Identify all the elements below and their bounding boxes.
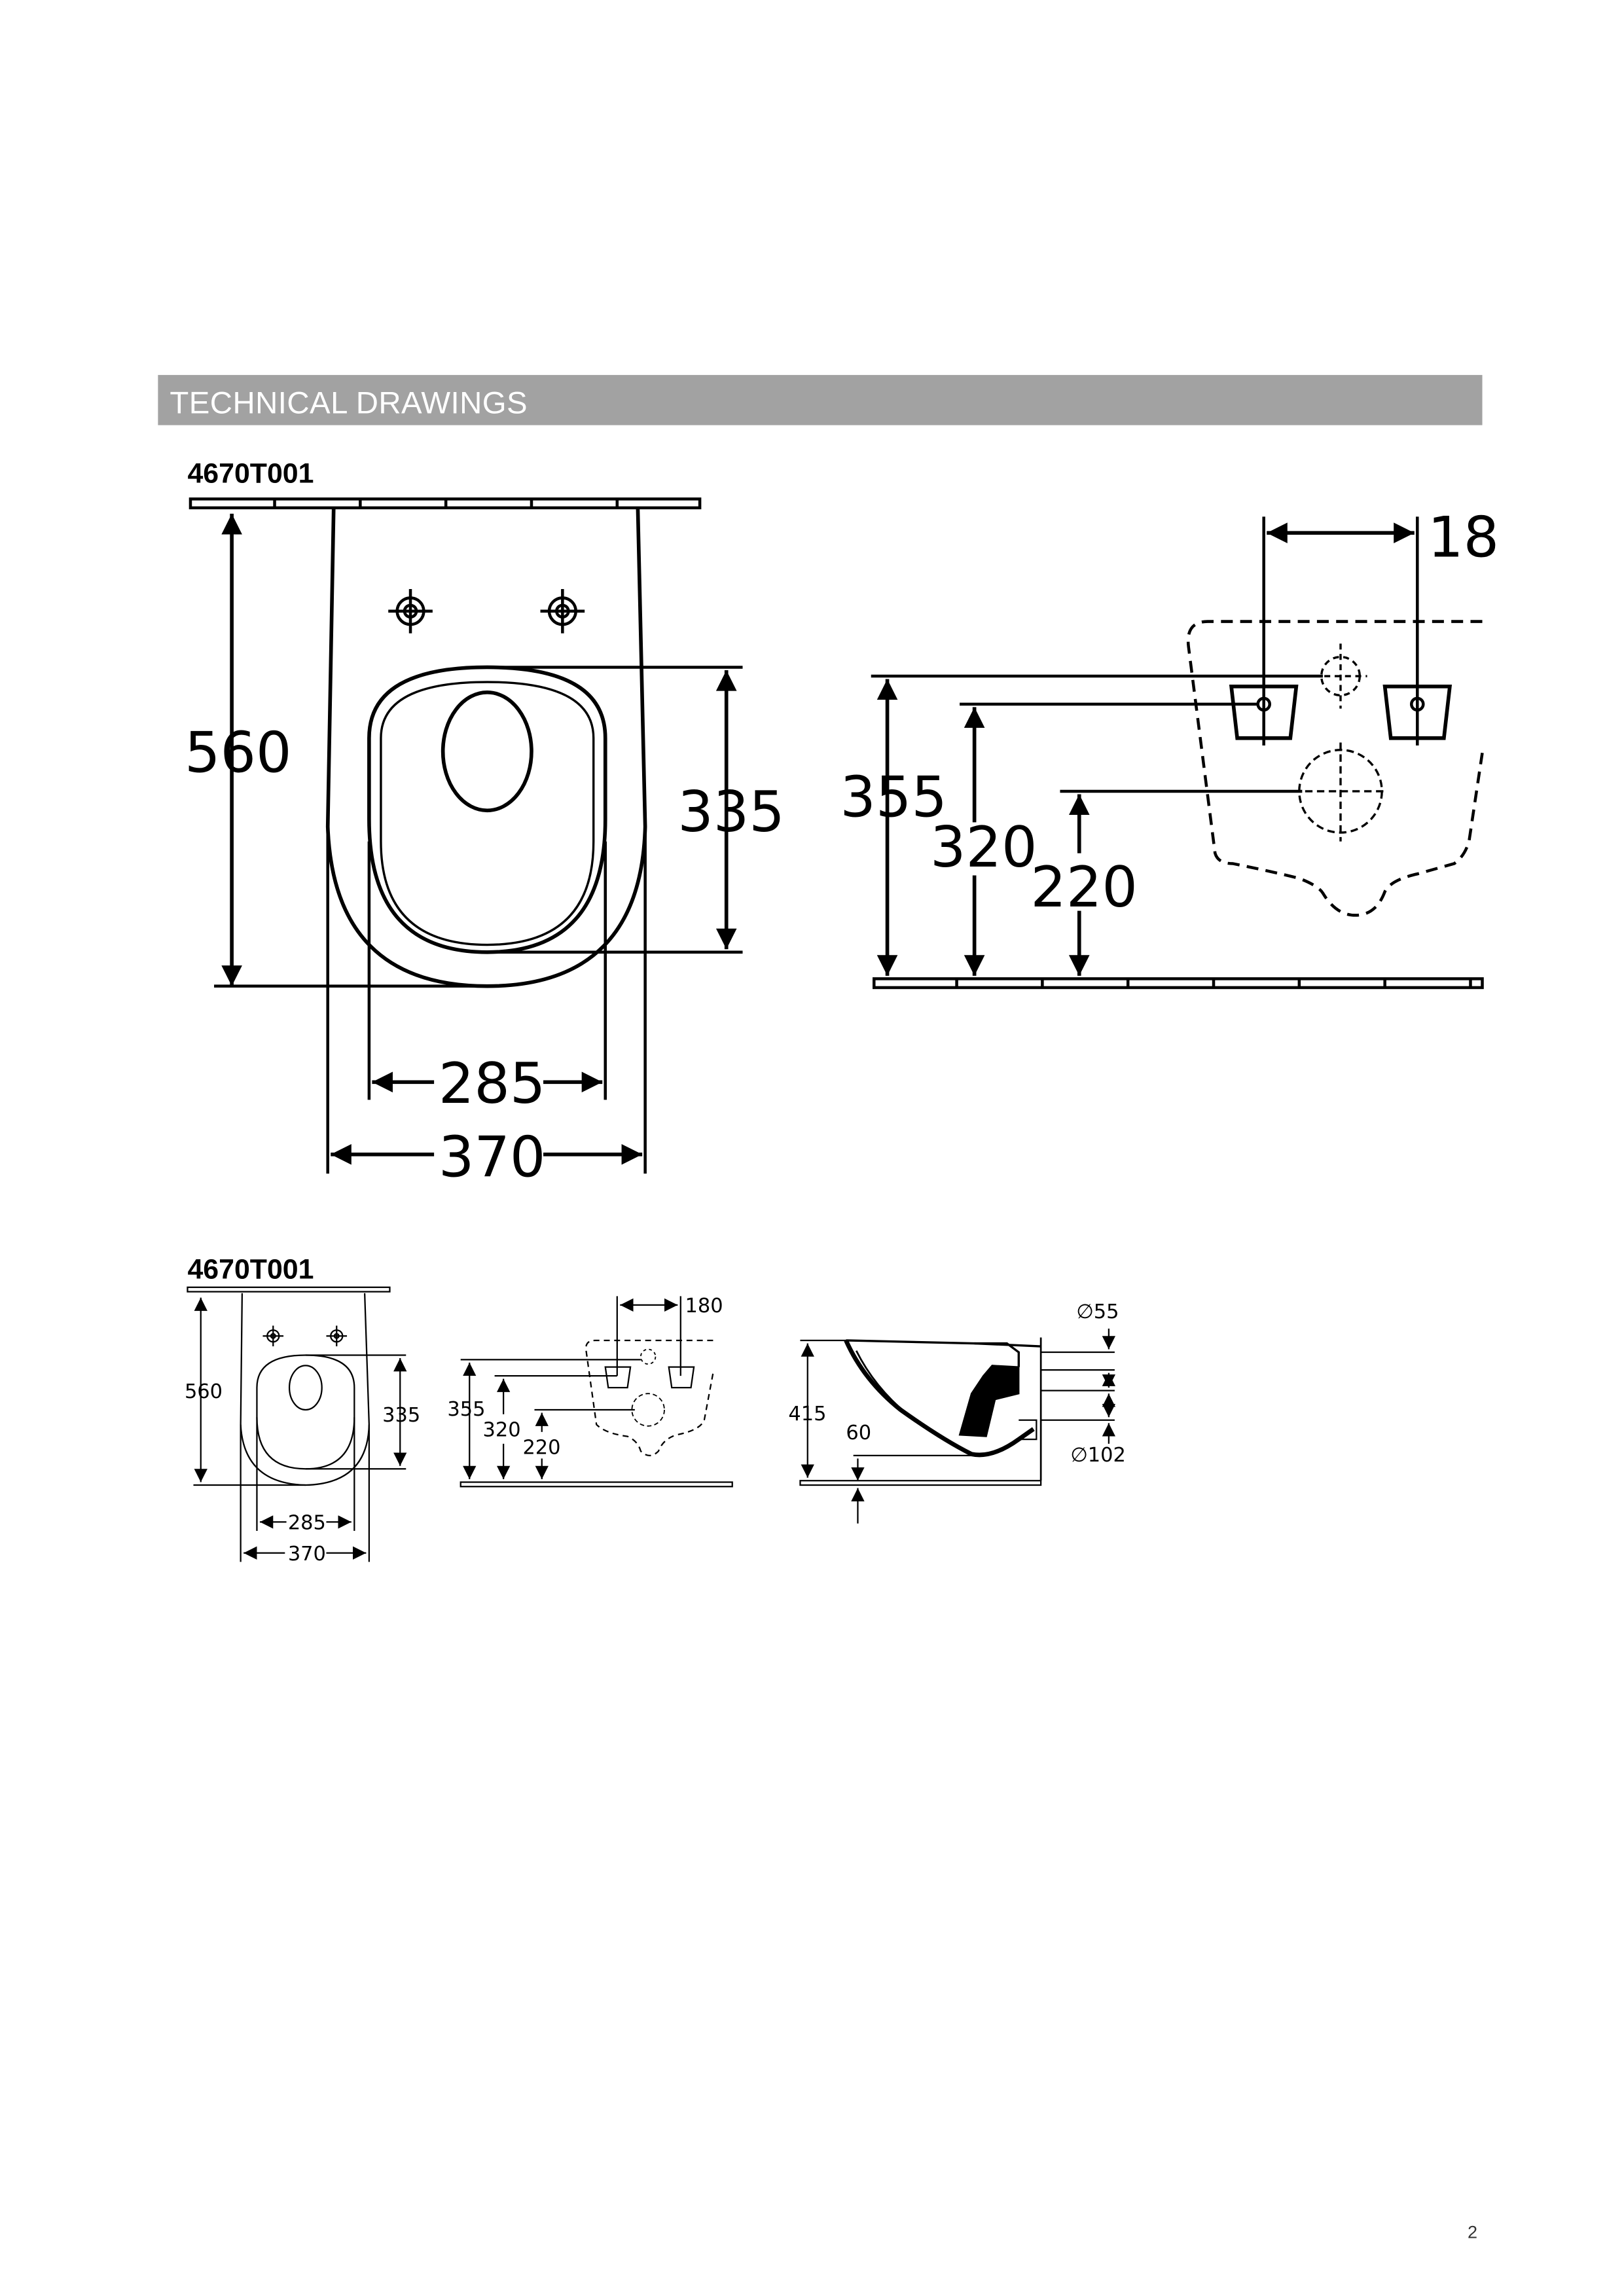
bowl-opening <box>441 691 533 813</box>
small-dim-220-label: 220 <box>522 1437 560 1460</box>
section-header-bar: TECHNICAL DRAWINGS <box>158 374 1483 425</box>
front-view-small <box>187 1286 407 1562</box>
front-view-large <box>189 497 743 1174</box>
dim-355-label: 355 <box>840 764 947 830</box>
small-dim-180-label: 180 <box>685 1295 723 1318</box>
dim-220-label: 220 <box>1030 855 1138 920</box>
model-number-bottom: 4670T001 <box>187 1255 314 1286</box>
dim-370-label: 370 <box>439 1125 546 1191</box>
bowl-outline-dashed <box>1186 620 1484 917</box>
rear-view-small <box>460 1296 733 1488</box>
small-dim-335-label: 335 <box>382 1404 420 1427</box>
bracket-left <box>1229 684 1299 740</box>
small-dim-370-label: 370 <box>288 1543 326 1566</box>
small-dim-60-label: 60 <box>846 1422 871 1444</box>
small-dim-355-label: 355 <box>447 1398 485 1421</box>
small-dim-320-label: 320 <box>483 1419 521 1442</box>
small-dim-415-label: 415 <box>788 1403 826 1426</box>
small-dim-dia55-label: ∅55 <box>1076 1300 1119 1323</box>
model-number-top: 4670T001 <box>187 459 314 490</box>
dim-285-label: 285 <box>439 1051 546 1117</box>
wall-strip-top <box>189 497 702 510</box>
bracket-right <box>1382 684 1453 740</box>
small-dim-dia102-label: ∅102 <box>1070 1444 1126 1467</box>
page-number: 2 <box>1467 2221 1478 2243</box>
dim-335-label: 335 <box>677 780 785 845</box>
dim-560-label: 560 <box>185 721 292 786</box>
small-dim-285-label: 285 <box>288 1512 326 1535</box>
dim-180-label-cropped: 18 <box>1428 505 1499 570</box>
seat-inner <box>380 681 595 946</box>
floor-strip <box>873 977 1484 990</box>
seat-outer <box>367 665 607 954</box>
bowl-outline <box>325 507 647 988</box>
side-section-small <box>799 1328 1116 1524</box>
fixing-hole-left-icon <box>388 589 433 634</box>
rear-view-large <box>871 516 1484 990</box>
section-title: TECHNICAL DRAWINGS <box>170 386 528 421</box>
small-dim-560-label: 560 <box>185 1380 223 1403</box>
dim-320-label: 320 <box>930 815 1038 880</box>
fixing-hole-right-icon <box>541 589 585 634</box>
